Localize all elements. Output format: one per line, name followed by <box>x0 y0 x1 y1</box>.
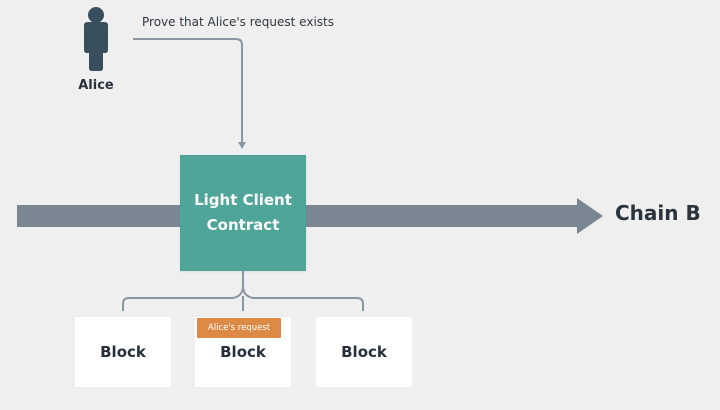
chain-arrow <box>17 198 603 234</box>
person-icon <box>78 6 114 72</box>
block-connector <box>122 271 364 311</box>
chain-label: Chain B <box>615 201 701 225</box>
block-1-label: Block <box>100 343 146 361</box>
request-badge: Alice's request <box>197 318 281 338</box>
contract-title-line-2: Contract <box>206 216 280 234</box>
block-2-label: Block <box>220 343 266 361</box>
actor-name: Alice <box>78 78 114 93</box>
contract-title: Light Client Contract <box>188 188 298 238</box>
person-icon-svg <box>84 7 108 71</box>
block-3-label: Block <box>341 343 387 361</box>
block-1: Block <box>75 317 171 387</box>
instruction-text: Prove that Alice's request exists <box>142 15 334 29</box>
request-flow-arrow <box>133 38 246 149</box>
contract-title-line-1: Light Client <box>194 191 292 209</box>
light-client-contract: Light Client Contract <box>180 155 306 271</box>
block-3: Block <box>316 317 412 387</box>
